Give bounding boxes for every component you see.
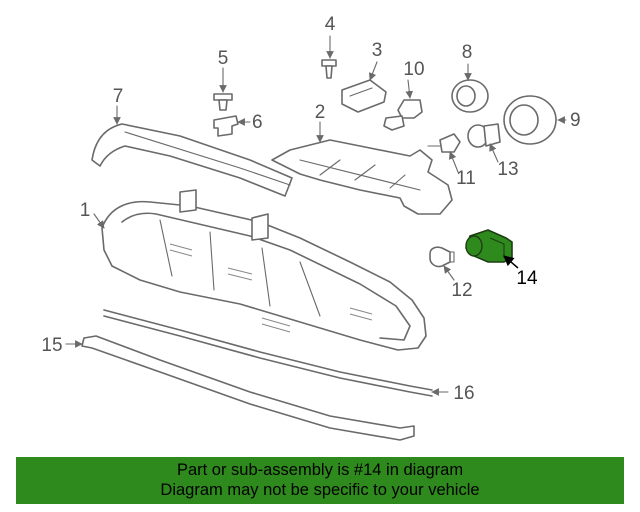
info-banner: Part or sub-assembly is #14 in diagram D… [16,457,624,504]
part-3-clip [341,79,387,113]
banner-line-1: Part or sub-assembly is #14 in diagram [176,461,464,479]
callout-6: 6 [252,112,263,133]
callout-15: 15 [41,335,62,356]
part-6-grommet [213,115,239,137]
part-4-screw [321,59,337,79]
part-9-large-seal [503,95,557,145]
part-2-bracket [271,139,453,215]
part-12-small-bulb [429,246,455,268]
part-7-upper-trim [91,123,293,197]
callout-10: 10 [403,59,424,80]
callout-8: 8 [462,42,473,63]
leader-lines [65,35,567,396]
callout-16: 16 [453,383,474,404]
callout-1: 1 [80,200,91,221]
part-8-seal [451,79,489,113]
banner-line-2: Diagram may not be specific to your vehi… [160,481,480,499]
callout-4: 4 [325,14,336,35]
part-15-lower-trim [81,335,415,441]
callout-13: 13 [497,159,518,180]
part-16-gasket [103,309,433,397]
callout-5: 5 [218,48,229,69]
callout-12: 12 [451,280,472,301]
callout-14: 14 [516,268,538,289]
callout-11: 11 [456,168,476,189]
part-13-socket [467,123,501,148]
part-11-bulb [427,133,461,153]
part-10-socket [383,99,423,131]
part-1-headlamp [101,189,427,351]
callout-2: 2 [315,102,326,123]
part-5-screw [213,93,233,111]
callout-7: 7 [113,86,124,107]
callout-9: 9 [570,110,581,131]
callout-3: 3 [372,40,383,61]
